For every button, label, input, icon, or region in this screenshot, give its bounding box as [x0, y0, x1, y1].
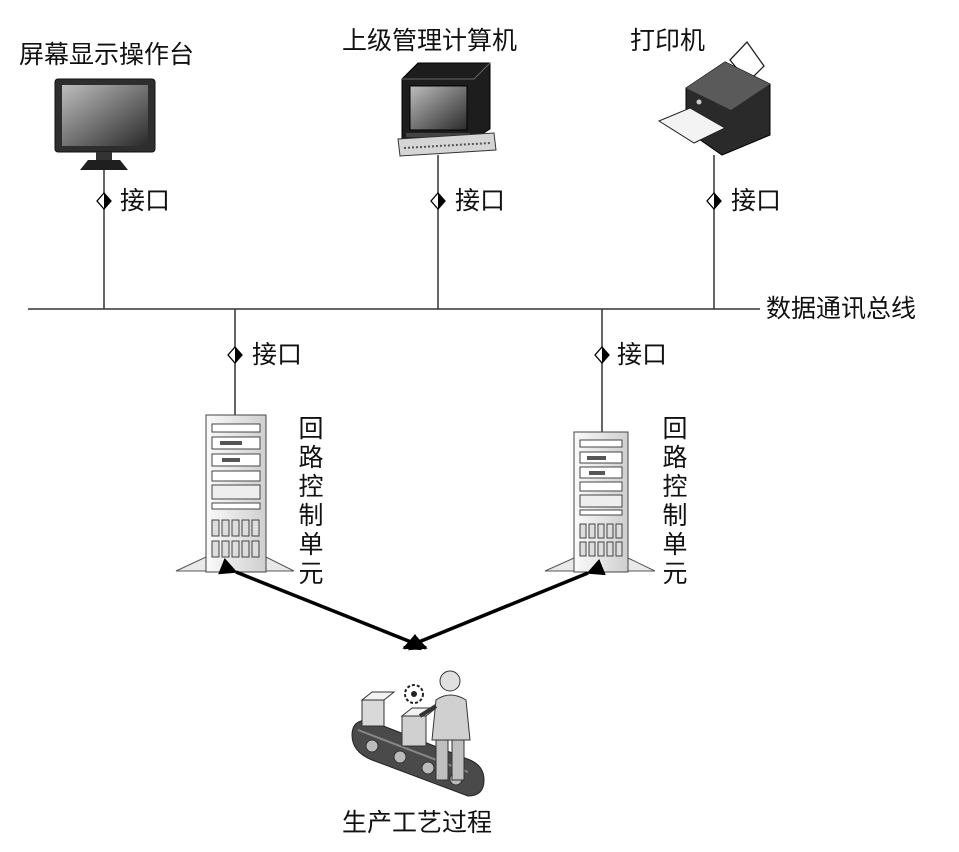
factory-process-icon	[351, 670, 485, 797]
loop-control-unit-label: 回路控制单元	[298, 414, 324, 588]
interface-label: 接口	[617, 340, 668, 369]
interface-diamond-icon	[227, 346, 243, 364]
server-tower-icon	[544, 431, 656, 573]
bus-label: 数据通讯总线	[766, 294, 917, 323]
display-console-label: 屏幕显示操作台	[19, 40, 195, 69]
monitor-icon	[54, 78, 156, 170]
interface-label: 接口	[455, 186, 506, 215]
interface-diamond-icon	[430, 192, 446, 210]
printer-icon	[657, 40, 771, 156]
production-process-label: 生产工艺过程	[342, 808, 493, 837]
unit2-process-arrow	[402, 558, 606, 651]
interface-label: 接口	[731, 186, 782, 215]
loop-control-unit-label: 回路控制单元	[662, 414, 688, 588]
unit1-process-arrow	[218, 558, 428, 651]
interface-diamond-icon	[96, 192, 112, 210]
interface-label: 接口	[252, 340, 303, 369]
computer-icon	[397, 62, 497, 157]
interface-label: 接口	[120, 186, 171, 215]
interface-diamond-icon	[594, 346, 610, 364]
interface-diamond-icon	[706, 192, 722, 210]
server-tower-icon	[175, 414, 295, 573]
printer-label: 打印机	[630, 26, 706, 55]
supervisory-computer-label: 上级管理计算机	[342, 26, 518, 55]
